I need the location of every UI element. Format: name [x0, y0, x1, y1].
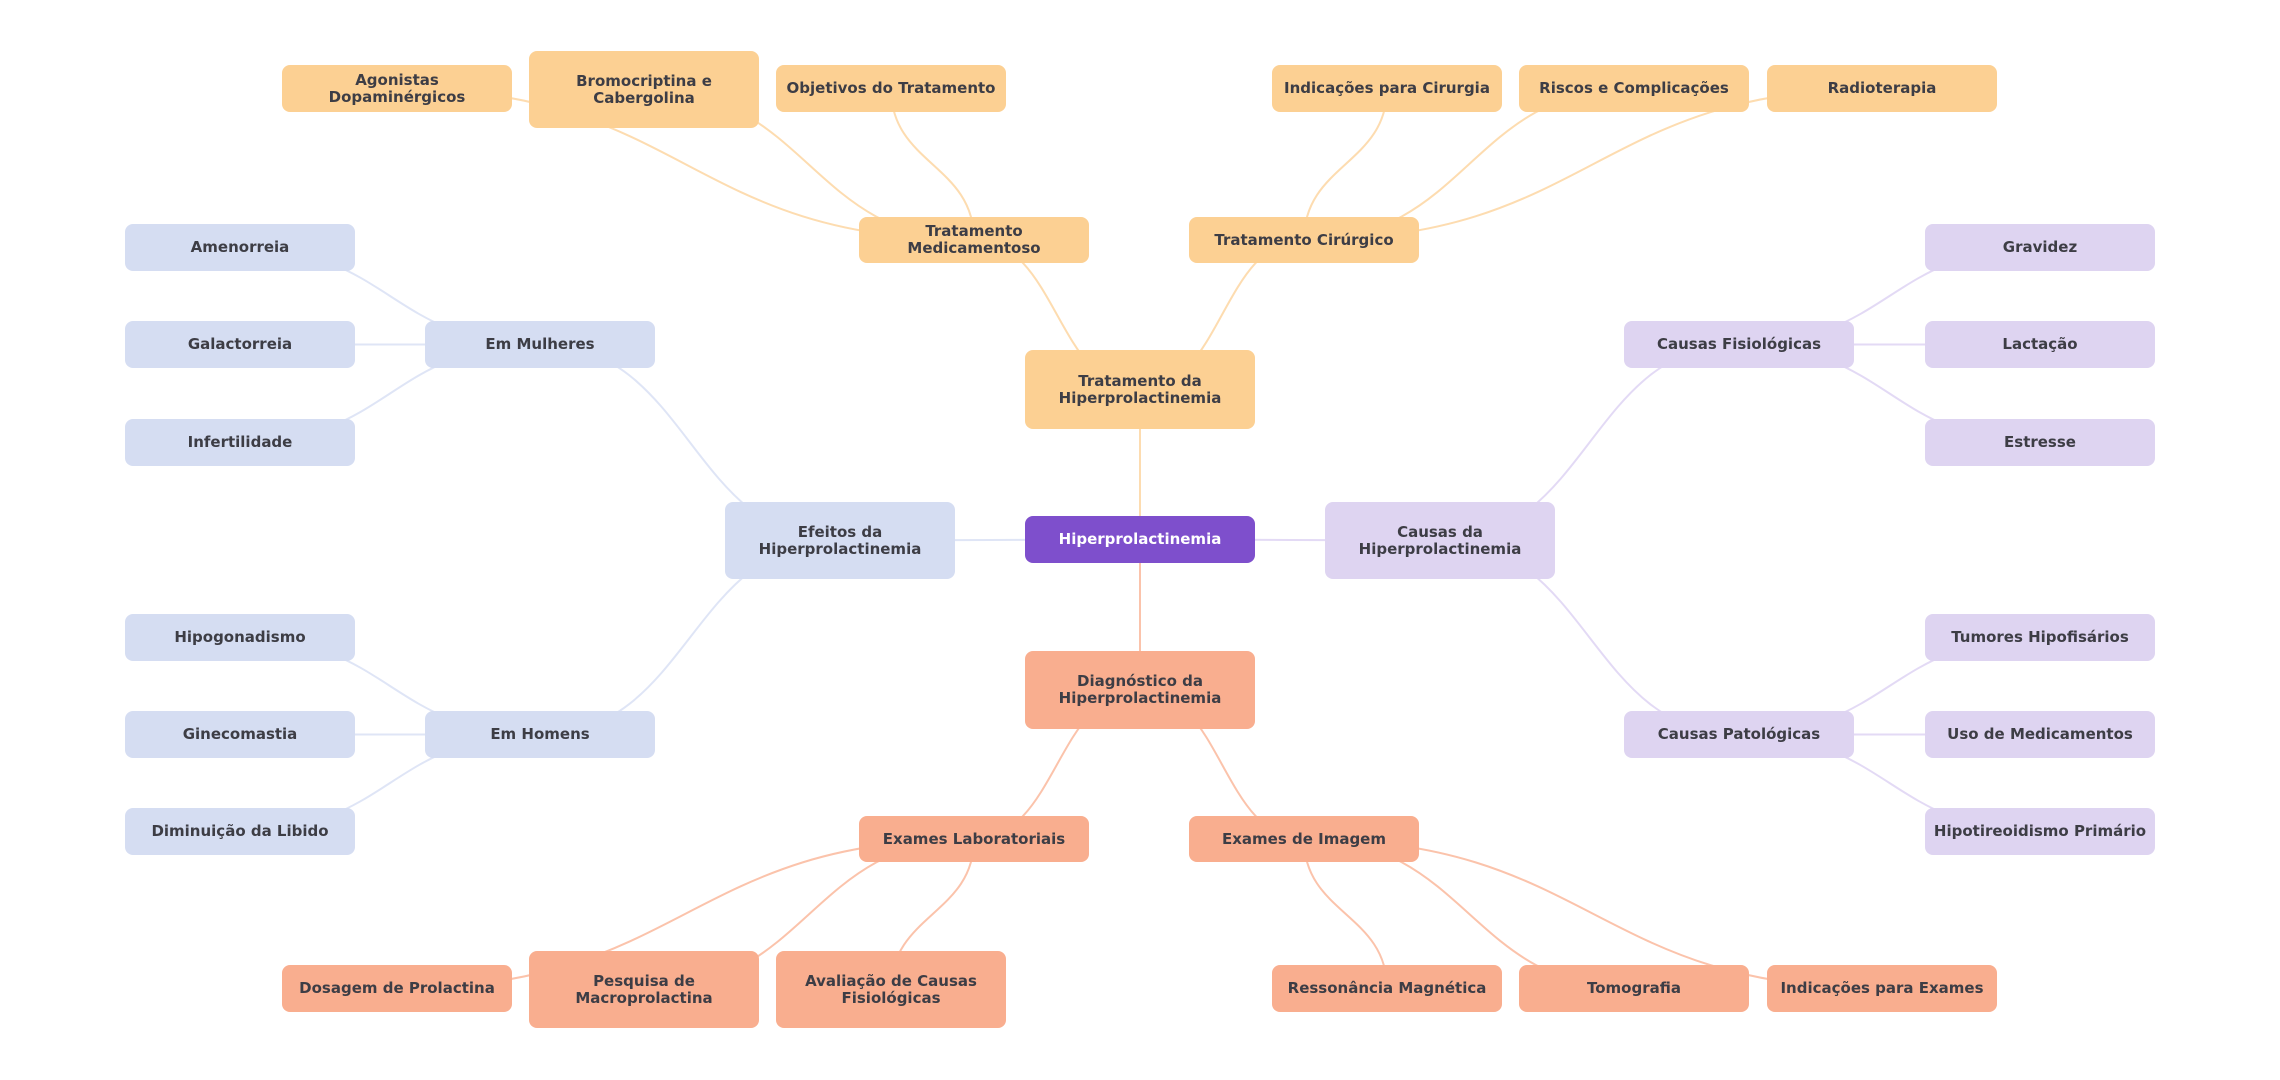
node-amenorreia[interactable]: Amenorreia: [125, 224, 355, 271]
node-root[interactable]: Hiperprolactinemia: [1025, 516, 1255, 563]
node-label: Causas Fisiológicas: [1656, 335, 1822, 353]
node-pesquisa[interactable]: Pesquisa de Macroprolactina: [529, 951, 759, 1028]
node-label: Exames Laboratoriais: [882, 829, 1066, 848]
node-bromo[interactable]: Bromocriptina e Cabergolina: [529, 51, 759, 128]
node-fisiologicas[interactable]: Causas Fisiológicas: [1624, 321, 1854, 368]
node-lactacao[interactable]: Lactação: [1925, 321, 2155, 368]
node-agonistas[interactable]: Agonistas Dopaminérgicos: [282, 65, 512, 112]
node-estresse[interactable]: Estresse: [1925, 419, 2155, 466]
node-riscos[interactable]: Riscos e Complicações: [1519, 65, 1749, 112]
node-label: Em Mulheres: [485, 335, 595, 353]
edge-trat_med-objetivos: [890, 88, 975, 241]
node-label: Causas da Hiperprolactinemia: [1358, 522, 1522, 558]
node-label: Indicações para Cirurgia: [1284, 79, 1490, 97]
node-dosagem[interactable]: Dosagem de Prolactina: [282, 965, 512, 1012]
node-indic-ex[interactable]: Indicações para Exames: [1767, 965, 1997, 1012]
node-trat-cir[interactable]: Tratamento Cirúrgico: [1189, 217, 1419, 263]
node-diagnostico[interactable]: Diagnóstico da Hiperprolactinemia: [1025, 651, 1255, 729]
edge-exames_img-ressonancia: [1303, 838, 1388, 989]
node-label: Avaliação de Causas Fisiológicas: [805, 971, 977, 1007]
node-patologicas[interactable]: Causas Patológicas: [1624, 711, 1854, 758]
node-libido[interactable]: Diminuição da Libido: [125, 808, 355, 855]
node-causas[interactable]: Causas da Hiperprolactinemia: [1325, 502, 1555, 579]
node-label: Efeitos da Hiperprolactinemia: [758, 522, 922, 558]
node-ressonancia[interactable]: Ressonância Magnética: [1272, 965, 1502, 1012]
node-label: Objetivos do Tratamento: [786, 79, 996, 97]
node-label: Tomografia: [1587, 979, 1681, 997]
node-label: Gravidez: [2002, 238, 2078, 256]
node-label: Tumores Hipofisários: [1951, 628, 2129, 646]
node-label: Diagnóstico da Hiperprolactinemia: [1058, 672, 1222, 707]
node-label: Galactorreia: [187, 335, 293, 353]
node-label: Bromocriptina e Cabergolina: [576, 71, 712, 107]
node-label: Ginecomastia: [182, 725, 298, 743]
node-tomografia[interactable]: Tomografia: [1519, 965, 1749, 1012]
node-label: Tratamento da Hiperprolactinemia: [1058, 371, 1222, 407]
node-label: Em Homens: [490, 725, 590, 743]
node-objetivos[interactable]: Objetivos do Tratamento: [776, 65, 1006, 112]
node-label: Exames de Imagem: [1221, 829, 1386, 848]
node-label: Infertilidade: [187, 433, 293, 451]
node-ginecomastia[interactable]: Ginecomastia: [125, 711, 355, 758]
node-label: Hipogonadismo: [174, 628, 306, 646]
node-mulheres[interactable]: Em Mulheres: [425, 321, 655, 368]
node-label: Pesquisa de Macroprolactina: [575, 971, 713, 1007]
node-label: Indicações para Exames: [1780, 979, 1984, 997]
node-medicamentos[interactable]: Uso de Medicamentos: [1925, 711, 2155, 758]
node-homens[interactable]: Em Homens: [425, 711, 655, 758]
node-radio[interactable]: Radioterapia: [1767, 65, 1997, 112]
node-label: Estresse: [2004, 433, 2076, 451]
node-label: Lactação: [2002, 335, 2078, 353]
node-label: Radioterapia: [1827, 79, 1937, 97]
node-avaliacao[interactable]: Avaliação de Causas Fisiológicas: [776, 951, 1006, 1028]
node-indic-cir[interactable]: Indicações para Cirurgia: [1272, 65, 1502, 112]
node-label: Ressonância Magnética: [1287, 979, 1487, 997]
node-label: Riscos e Complicações: [1539, 79, 1729, 97]
node-trat-med[interactable]: Tratamento Medicamentoso: [859, 217, 1089, 263]
node-gravidez[interactable]: Gravidez: [1925, 224, 2155, 271]
node-label: Dosagem de Prolactina: [299, 979, 495, 997]
node-tumores[interactable]: Tumores Hipofisários: [1925, 614, 2155, 661]
node-exames-lab[interactable]: Exames Laboratoriais: [859, 816, 1089, 862]
edge-trat_cir-indic_cir: [1303, 88, 1388, 241]
node-label: Hiperprolactinemia: [1058, 530, 1222, 548]
node-hipotireoidismo[interactable]: Hipotireoidismo Primário: [1925, 808, 2155, 855]
node-efeitos[interactable]: Efeitos da Hiperprolactinemia: [725, 502, 955, 579]
node-label: Diminuição da Libido: [151, 822, 329, 840]
node-label: Causas Patológicas: [1657, 725, 1821, 743]
node-tratamento[interactable]: Tratamento da Hiperprolactinemia: [1025, 350, 1255, 429]
node-infertilidade[interactable]: Infertilidade: [125, 419, 355, 466]
node-label: Amenorreia: [190, 238, 290, 256]
node-hipogonadismo[interactable]: Hipogonadismo: [125, 614, 355, 661]
node-label: Tratamento Cirúrgico: [1214, 230, 1394, 249]
node-galactorreia[interactable]: Galactorreia: [125, 321, 355, 368]
node-label: Tratamento Medicamentoso: [907, 222, 1041, 257]
node-label: Hipotireoidismo Primário: [1933, 822, 2147, 840]
node-exames-img[interactable]: Exames de Imagem: [1189, 816, 1419, 862]
node-label: Uso de Medicamentos: [1947, 725, 2133, 743]
node-label: Agonistas Dopaminérgicos: [328, 70, 466, 106]
